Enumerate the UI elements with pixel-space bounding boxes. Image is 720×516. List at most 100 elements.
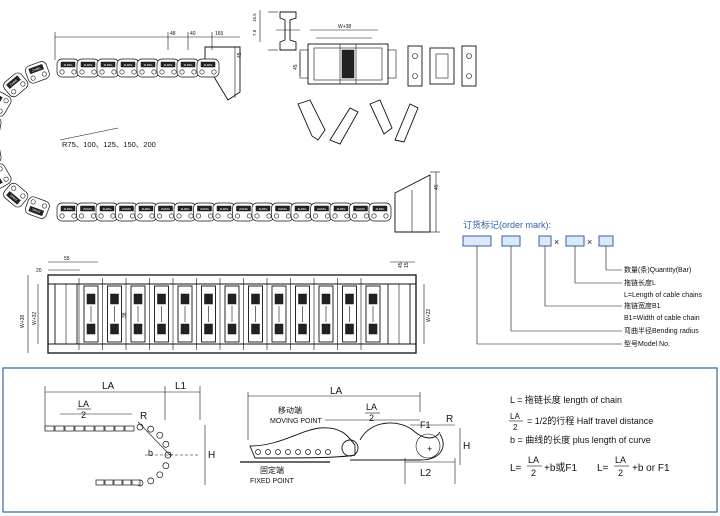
mid-l2: L2 (420, 468, 432, 479)
chain-link: ZHMG (76, 58, 100, 78)
dim-48: 48 (170, 31, 176, 37)
svg-text:ZHMG: ZHMG (144, 63, 153, 67)
svg-text:ZHMG: ZHMG (122, 207, 131, 211)
mid-la: LA (330, 386, 343, 397)
chain-link: ZHMG (76, 202, 99, 222)
dim-w22-front: W+22 (426, 309, 432, 322)
svg-text:ZHMG: ZHMG (239, 207, 248, 211)
dim-45-top: 45 (293, 64, 299, 70)
link-profile-view: 16.5 7.8 (252, 10, 300, 51)
dim-40: 40 (190, 31, 196, 37)
formula2-num: LA (615, 455, 626, 465)
times-1: × (554, 237, 559, 247)
svg-text:ZHMG: ZHMG (181, 207, 190, 211)
chain-link: ZHMG (329, 202, 353, 222)
formula2-pre: L= (597, 463, 609, 474)
dim-w38-top: W+38 (338, 24, 351, 30)
formula-legend: L = 拖链长度 length of chain LA 2 = 1/2的行程 H… (509, 394, 670, 478)
chain-link: ZHMG (56, 58, 80, 78)
legend-length: L = 拖链长度 length of chain (510, 394, 622, 405)
chain-link: ZHMG (212, 202, 236, 222)
dim-20: 20 (36, 268, 42, 274)
label-width-en: B1=Width of cable chain (624, 315, 700, 322)
chain-link: ZHMG (25, 196, 50, 219)
label-bending-radius: 弯曲半径Bending radius (624, 326, 699, 335)
chain-link: ZHMG (136, 58, 160, 78)
svg-text:ZHMG: ZHMG (356, 207, 365, 211)
chain-link: ZHMG (0, 115, 2, 140)
chain-link: ZHMG (116, 58, 140, 78)
dim-16-5: 16.5 (252, 13, 257, 22)
formula1-num: LA (528, 455, 539, 465)
order-mark-title: 订货标记(order mark): (463, 219, 551, 230)
svg-text:ZHMG: ZHMG (124, 63, 133, 67)
fixed-point-en: FIXED POINT (250, 478, 295, 485)
legend-la-num: LA (510, 412, 520, 421)
mid-center-mark: + (427, 444, 432, 454)
svg-text:ZHMG: ZHMG (104, 63, 113, 67)
chain-link: ZHMG (0, 140, 2, 165)
dim-55: 55 (64, 256, 70, 262)
label-model-no: 型号Model No. (624, 339, 670, 348)
moving-point-cn: 移动端 (278, 405, 302, 415)
left-la: LA (102, 381, 115, 392)
chain-link: ZHMG (349, 202, 372, 222)
chain-link: ZHMG (95, 202, 119, 222)
times-2: × (587, 237, 592, 247)
chain-link: ZHMG (193, 202, 216, 222)
chain-link: ZHMG (154, 202, 177, 222)
formula1-pre: L= (510, 463, 522, 474)
chain-link: ZHMG (196, 58, 220, 78)
order-mark: 订货标记(order mark): × × 数量(条)Quantity(Bar)… (462, 219, 703, 348)
mid-la-num: LA (366, 402, 377, 412)
mid-h: H (463, 441, 470, 452)
chain-link: ZHMG (0, 91, 12, 117)
left-r: R (140, 411, 147, 422)
dim-w32-front: W+32 (32, 312, 38, 325)
svg-text:ZHMG: ZHMG (376, 207, 385, 211)
svg-text:ZHMG: ZHMG (31, 66, 41, 73)
chain-link: ZHMG (156, 58, 180, 78)
svg-text:ZHMG: ZHMG (184, 63, 193, 67)
radius-box (501, 235, 521, 247)
left-l1: L1 (175, 381, 187, 392)
chain-link: ZHMG (271, 202, 294, 222)
radius-options-label: R75、100、125、150、200 (62, 140, 156, 149)
svg-text:ZHMG: ZHMG (278, 207, 287, 211)
chain-link: ZHMG (310, 202, 333, 222)
installation-panel: LA L1 LA 2 H b R + LA LA 2 移动端 MOVI (2, 367, 718, 513)
middle-travel-diagram: LA LA 2 移动端 MOVING POINT 固定端 FIXED POINT… (240, 386, 470, 485)
mid-r: R (446, 414, 453, 425)
svg-text:ZHMG: ZHMG (200, 207, 209, 211)
chain-front-view: 20 55 45 15 W+38 W+32 W+22 38 (20, 256, 432, 354)
mid-f1: F1 (420, 420, 431, 430)
svg-text:ZHMG: ZHMG (142, 207, 151, 211)
chain-link: ZHMG (56, 202, 80, 222)
chain-link: ZHMG (25, 61, 50, 84)
svg-text:ZHMG: ZHMG (164, 63, 173, 67)
width-box (538, 235, 552, 247)
chain-link: ZHMG (368, 202, 392, 222)
link-top-view: W+38 45 (293, 24, 397, 85)
chain-link: ZHMG (3, 72, 29, 98)
left-travel-diagram: LA L1 LA 2 H b R + (44, 381, 215, 487)
dim-front-15: 15 (404, 262, 410, 268)
formula2-post: +b or F1 (632, 463, 670, 474)
chain-link: ZHMG (176, 58, 200, 78)
formula2-den: 2 (618, 468, 623, 478)
formula1-den: 2 (531, 468, 536, 478)
end-bracket-views (297, 45, 477, 145)
svg-text:ZHMG: ZHMG (204, 63, 213, 67)
label-length-cn: 拖链长度L (624, 278, 656, 287)
chain-link: ZHMG (232, 202, 255, 222)
length-box (565, 235, 585, 247)
formula1-post: +b或F1 (544, 462, 578, 474)
svg-text:ZHMG: ZHMG (8, 193, 18, 202)
svg-text:ZHMG: ZHMG (84, 63, 93, 67)
chain-link: ZHMG (251, 202, 275, 222)
svg-text:ZHMG: ZHMG (9, 78, 19, 87)
label-length-en: L=Length of cable chains (624, 292, 703, 299)
dim-front-45: 45 (398, 262, 404, 268)
chain-link: ZHMG (134, 202, 158, 222)
